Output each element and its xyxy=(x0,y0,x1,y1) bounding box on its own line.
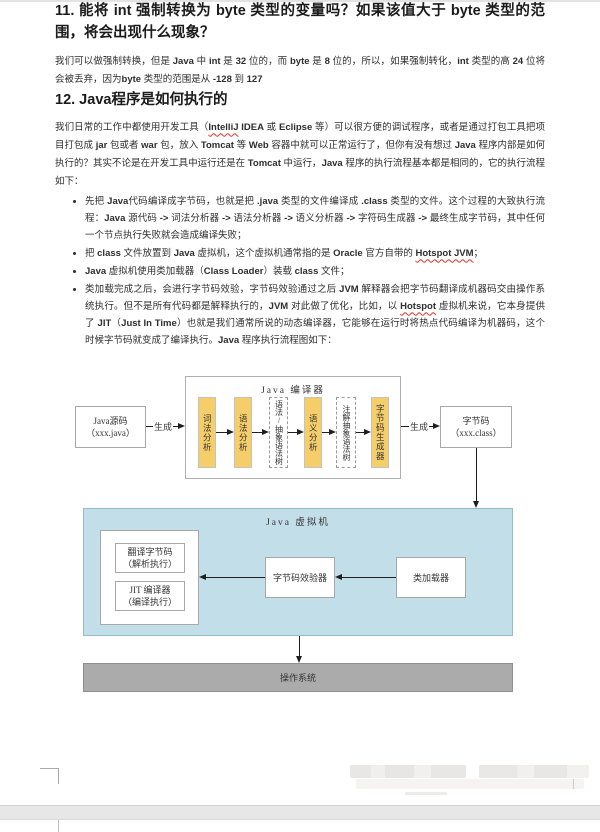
arrow-head-right xyxy=(178,423,185,429)
bytecode-line1: 字节码 xyxy=(462,416,490,426)
next-page-corner-mark xyxy=(40,768,59,784)
stage-lexical-analysis: 词法分析 xyxy=(198,397,216,468)
question-12-heading: 12. Java程序是如何执行的 xyxy=(55,91,228,108)
arrow-line xyxy=(476,448,477,503)
interpreter-box: 翻译字节码 （解析执行） xyxy=(115,543,185,573)
interpreter-line2: （解析执行） xyxy=(122,559,177,569)
list-item: 类加载完成之后，会进行字节码效验，字节码效验通过之后 JVM 解释器会把字节码翻… xyxy=(85,281,545,349)
arrow-line xyxy=(322,432,330,433)
jit-line1: JIT 编译器 xyxy=(129,585,171,595)
watermark-blob xyxy=(356,779,584,789)
java-source-box: Java源码 （xxx.java） xyxy=(75,406,146,448)
question-11-heading: 11. 能将 int 强制转换为 byte 类型的变量吗？如果该值大于 byte… xyxy=(55,3,545,42)
bytecode-verifier-box: 字节码效验器 xyxy=(265,557,335,598)
stage-annotated-syntax-tree: 注解抽象语法树 xyxy=(336,397,356,468)
arrow-head-down xyxy=(295,656,302,663)
page-edge-tick xyxy=(58,820,59,832)
arrow-head-right xyxy=(433,423,440,429)
arrow-line xyxy=(299,636,300,657)
jvm-title: Java 虚拟机 xyxy=(266,518,330,528)
arrow-line xyxy=(356,432,365,433)
arrow-line xyxy=(341,577,396,578)
operating-system-label: 操作系统 xyxy=(279,673,316,683)
arrow-head-left xyxy=(199,573,206,580)
bytecode-verifier-label: 字节码效验器 xyxy=(272,572,327,583)
stage-bytecode-generator: 字节码生成器 xyxy=(371,397,389,468)
execution-steps-list: 先把 Java代码编译成字节码，也就是把 .java 类型的文件编译成 .cla… xyxy=(55,193,545,349)
class-loader-label: 类加载器 xyxy=(412,572,449,583)
arrow-head-down xyxy=(472,501,479,508)
watermark-blob xyxy=(479,765,589,778)
execution-engine-box: 翻译字节码 （解析执行） JIT 编译器 （编译执行） xyxy=(100,530,199,625)
list-item: 先把 Java代码编译成字节码，也就是把 .java 类型的文件编译成 .cla… xyxy=(85,193,545,244)
list-item: 把 class 文件放置到 Java 虚拟机，这个虚拟机通常指的是 Oracle… xyxy=(85,245,545,262)
stage-abstract-syntax-tree: 语法/抽象语法树 xyxy=(269,397,288,468)
arrow-head-right xyxy=(364,428,371,435)
jit-compiler-box: JIT 编译器 （编译执行） xyxy=(115,581,185,611)
java-source-line1: Java源码 xyxy=(93,416,128,426)
arrow-head-right xyxy=(227,428,234,435)
bytecode-box: 字节码 （xxx.class） xyxy=(440,406,512,448)
interpreter-line1: 翻译字节码 xyxy=(127,547,173,557)
bytecode-line2: （xxx.class） xyxy=(450,428,502,438)
arrow-line xyxy=(216,432,228,433)
java-execution-flow-diagram: Java源码 （xxx.java） 生成 Java 编译器 词法分析 语法分析 … xyxy=(0,372,600,702)
page-separator-strip xyxy=(0,805,600,820)
java-source-line2: （xxx.java） xyxy=(86,428,135,438)
stage-semantic-analysis: 语义分析 xyxy=(304,397,322,468)
jvm-box: Java 虚拟机 翻译字节码 （解析执行） JIT 编译器 （编译执行） 字节码… xyxy=(83,508,513,636)
java-compiler-title: Java 编译器 xyxy=(261,386,325,396)
generate-label-right: 生成 xyxy=(409,420,430,433)
question-11-paragraph: 我们可以做强制转换，但是 Java 中 int 是 32 位的，而 byte 是… xyxy=(55,55,546,85)
java-compiler-frame: Java 编译器 词法分析 语法分析 语法/抽象语法树 语义分析 注解抽象语法树… xyxy=(185,376,401,479)
arrow-line xyxy=(252,432,263,433)
arrow-line xyxy=(288,432,298,433)
page-edge-tick xyxy=(573,779,574,789)
page-top-edge xyxy=(0,0,600,2)
arrow-line xyxy=(205,577,265,578)
watermark-blob xyxy=(405,792,447,795)
arrow-head-right xyxy=(297,428,304,435)
arrow-head-right xyxy=(329,428,336,435)
jit-line2: （编译执行） xyxy=(122,597,177,607)
arrow-head-left xyxy=(335,573,342,580)
class-loader-box: 类加载器 xyxy=(396,557,466,598)
question-12-paragraph: 我们日常的工作中都使用开发工具（IntelliJ IDEA 或 Eclipse … xyxy=(55,122,546,188)
watermark-blob xyxy=(350,765,466,778)
stage-syntax-analysis: 语法分析 xyxy=(234,397,252,468)
list-item: Java 虚拟机使用类加载器（Class Loader）装载 class 文件； xyxy=(85,263,545,280)
document-content: 11. 能将 int 强制转换为 byte 类型的变量吗？如果该值大于 byte… xyxy=(55,0,545,350)
operating-system-bar: 操作系统 xyxy=(83,663,513,692)
arrow-head-right xyxy=(262,428,269,435)
generate-label-left: 生成 xyxy=(153,420,174,433)
